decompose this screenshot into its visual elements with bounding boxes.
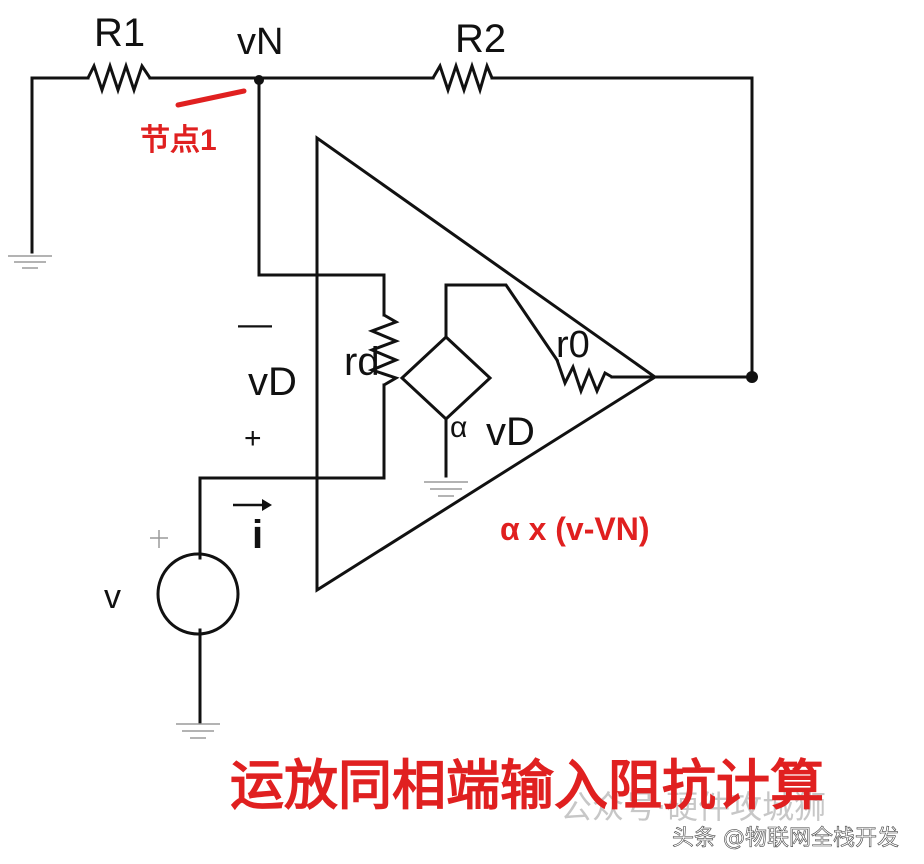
dependent-source-diamond <box>399 334 493 422</box>
watermark-credit: 头条 @物联网全栈开发 <box>672 826 899 851</box>
label-r1: R1 <box>94 11 145 55</box>
label-vn: vN <box>237 21 283 63</box>
label-vd-left: vD <box>248 360 297 404</box>
label-alpha: α <box>450 411 467 444</box>
noninverting-input-wire <box>198 476 386 560</box>
resistor-r2-symbol <box>431 61 494 96</box>
label-formula: α x (v-VN) <box>500 511 649 547</box>
output-node-dot <box>746 371 758 383</box>
node-vn-dot <box>254 75 264 85</box>
r0-input-wire <box>444 283 560 363</box>
resistor-r0-symbol <box>555 359 613 396</box>
label-minus-sign: — <box>238 305 272 343</box>
r1-left-wire <box>30 76 90 254</box>
label-r2: R2 <box>455 17 506 61</box>
opamp-triangle <box>315 135 658 593</box>
label-source-v: v <box>104 578 121 616</box>
current-arrow-head <box>262 499 272 511</box>
voltage-source-circle <box>156 552 240 636</box>
node1-highlight-stroke <box>175 88 247 108</box>
label-node1: 节点1 <box>140 124 217 157</box>
circuit-wires <box>30 76 754 724</box>
label-plus-sign: + <box>244 422 262 455</box>
label-r0: r0 <box>556 324 590 366</box>
inverting-input-wire <box>257 78 386 317</box>
page-title: 运放同相端输入阻抗计算 <box>230 756 824 816</box>
r2-feedback-wire <box>490 76 754 379</box>
ground-symbols <box>8 255 468 739</box>
label-vd-right: vD <box>486 410 535 454</box>
label-rd: rd <box>344 340 380 384</box>
resistor-r1-symbol <box>86 61 152 95</box>
label-current-i: i <box>252 513 263 557</box>
watermark-faint-text: 公众号·硬件攻城狮 <box>560 788 826 826</box>
resistor-rd-symbol <box>367 313 401 387</box>
